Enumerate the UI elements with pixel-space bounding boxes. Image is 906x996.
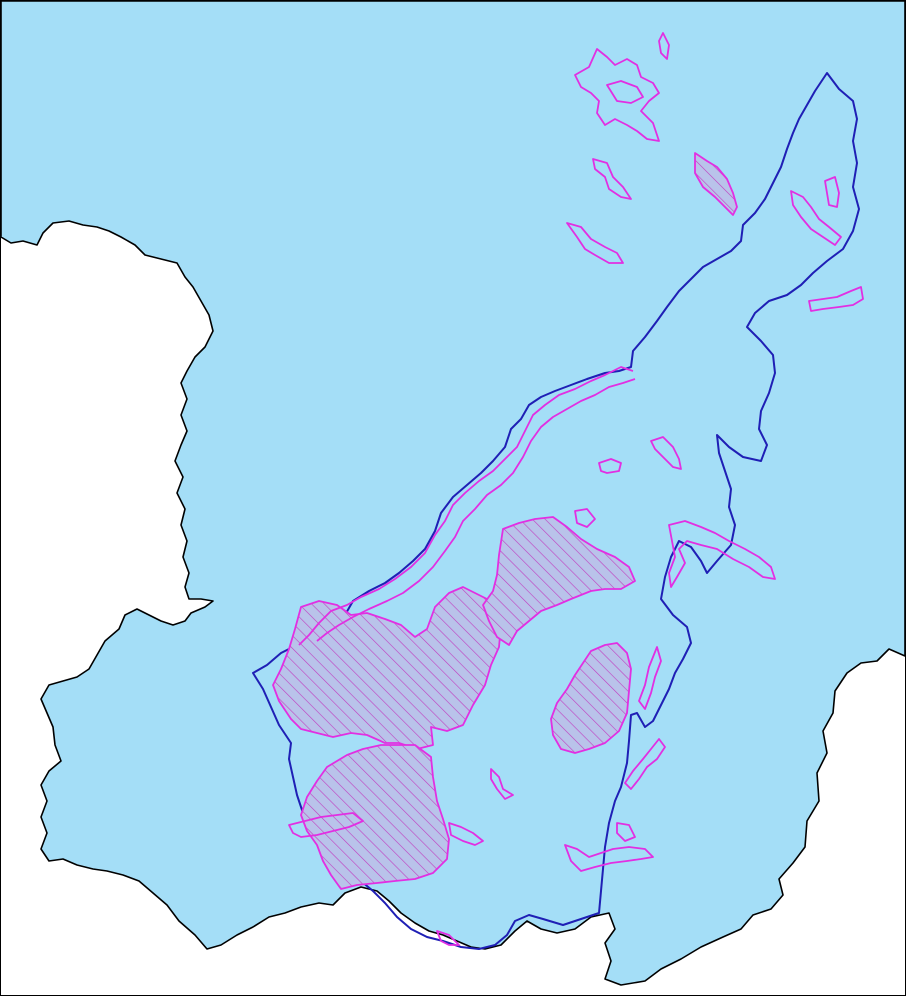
zone-center-3[interactable] bbox=[574, 508, 596, 528]
zone-center-2[interactable] bbox=[598, 458, 622, 474]
protected-zones-hatched bbox=[272, 152, 738, 890]
zone-north-1[interactable] bbox=[592, 158, 632, 200]
zone-northeast-2[interactable] bbox=[824, 176, 840, 208]
river-corridor-zones bbox=[298, 366, 636, 646]
zone-south-east-1[interactable] bbox=[564, 844, 654, 872]
zone-south-lower[interactable] bbox=[300, 744, 450, 890]
zone-south-small-1[interactable] bbox=[490, 768, 514, 800]
zone-top-small[interactable] bbox=[658, 32, 670, 60]
zone-southwest-fringe[interactable] bbox=[288, 812, 364, 838]
zone-east-oval[interactable] bbox=[550, 642, 632, 754]
zone-northeast-strip[interactable] bbox=[694, 152, 738, 216]
administrative-boundary bbox=[252, 72, 860, 950]
zone-south-west-large[interactable] bbox=[272, 586, 502, 750]
zone-central-north[interactable] bbox=[482, 516, 636, 646]
zone-east-band[interactable] bbox=[668, 520, 776, 588]
protected-zones-outline bbox=[288, 32, 864, 946]
zone-east-thin-1[interactable] bbox=[638, 646, 662, 710]
zone-south-east-2[interactable] bbox=[616, 822, 636, 842]
zone-center-1[interactable] bbox=[650, 436, 682, 470]
zone-south-small-2[interactable] bbox=[448, 822, 484, 846]
zone-east-thin-2[interactable] bbox=[624, 738, 666, 790]
zone-south-bottom[interactable] bbox=[436, 930, 460, 946]
zone-north-2[interactable] bbox=[566, 222, 624, 264]
zone-northeast-1[interactable] bbox=[790, 190, 842, 246]
zone-east-small[interactable] bbox=[808, 286, 864, 312]
zone-top-cluster[interactable] bbox=[574, 48, 660, 142]
river-corridor-upper[interactable] bbox=[298, 366, 636, 646]
